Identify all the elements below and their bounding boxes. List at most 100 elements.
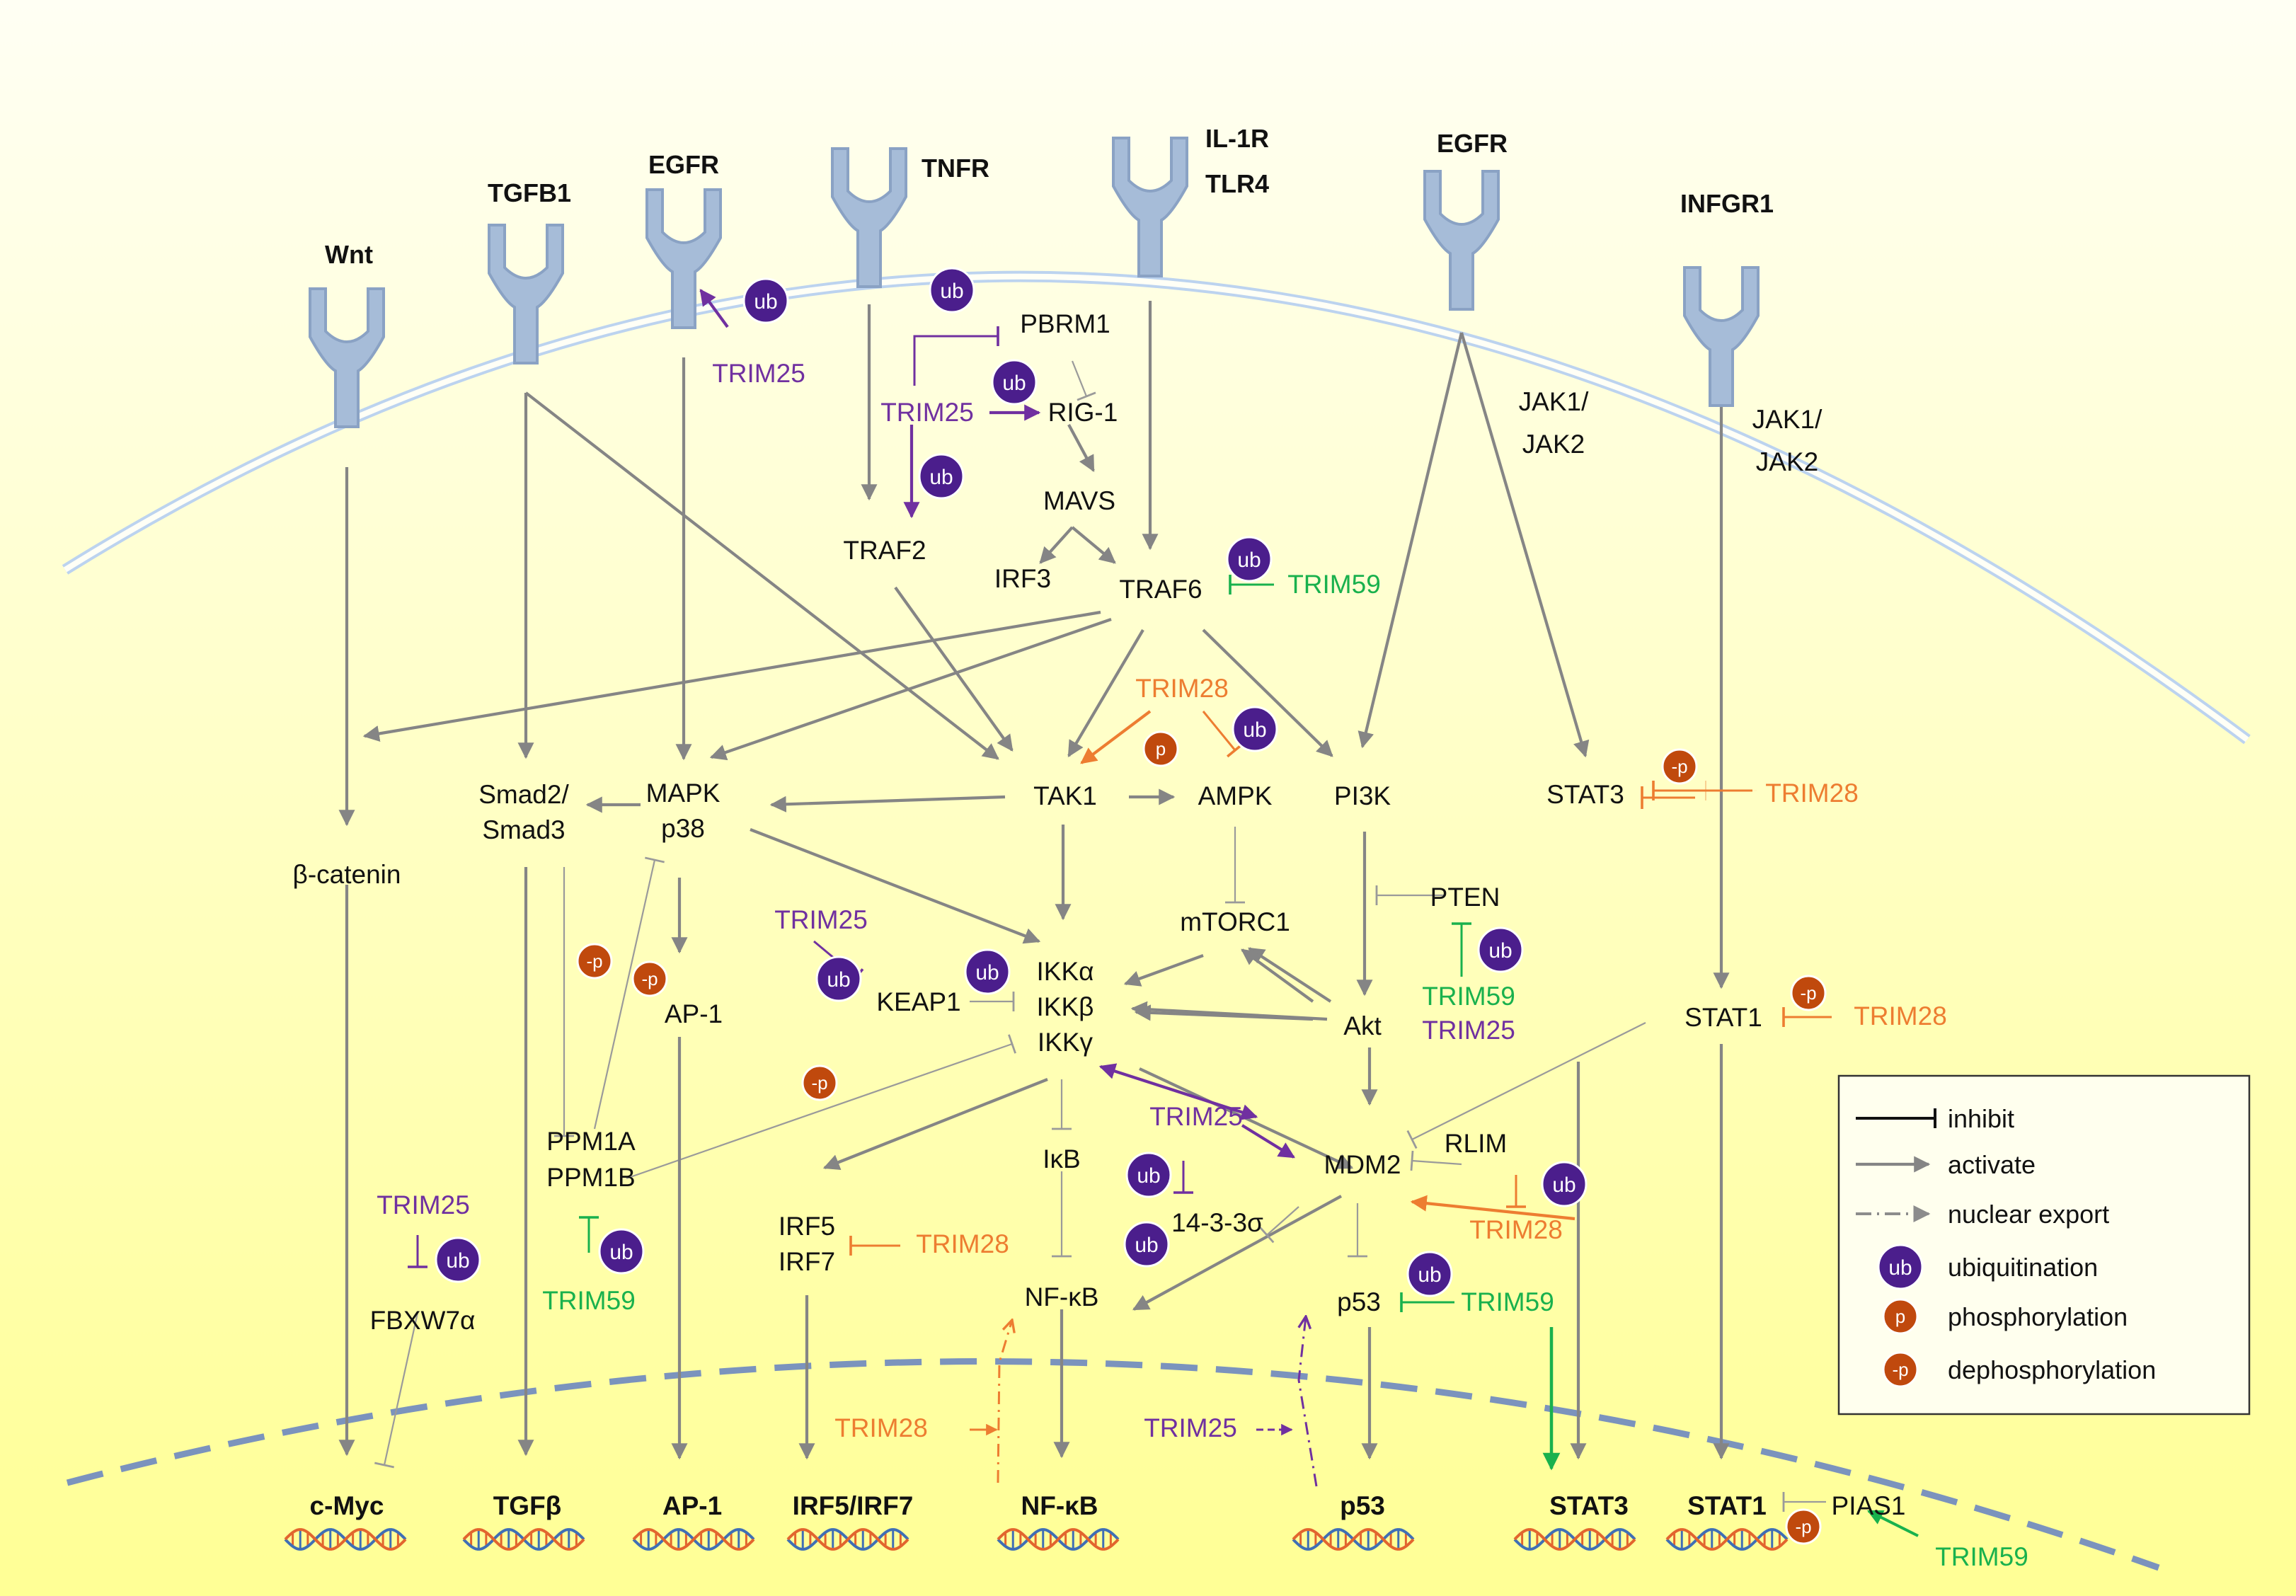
node-irf3: IRF3 (994, 564, 1051, 593)
cell-membrane (62, 270, 2251, 745)
badge-circle (1790, 975, 1827, 1011)
ubiquitination-badge: ub (1541, 1161, 1588, 1207)
target-gene-label: IRF5/IRF7 (793, 1491, 914, 1520)
activation-edge (1067, 628, 1144, 757)
badge-text: ub (1888, 1256, 1912, 1280)
pathway-edges (338, 289, 1919, 1537)
target-gene-label: TGFβ (493, 1491, 562, 1520)
receptor-label: IL-1R (1205, 124, 1269, 153)
ubiquitination-badge: ub (598, 1228, 645, 1275)
receptor-label: TLR4 (1205, 169, 1269, 198)
activation-edge (1410, 1195, 1575, 1221)
badge-text: ub (1243, 718, 1266, 742)
dna-strand (284, 1528, 407, 1551)
inhibition-bar (1406, 1130, 1418, 1149)
receptor-il1r-tlr4 (1112, 137, 1188, 277)
node-akt: Akt (1343, 1011, 1382, 1040)
target-gene-label: p53 (1340, 1491, 1385, 1520)
receptor-wnt (309, 287, 385, 428)
activation-edge (362, 610, 1101, 742)
badge-circle (1406, 1251, 1453, 1297)
badge-text: ub (1002, 372, 1026, 395)
inhibition-bar (1008, 1034, 1016, 1054)
badge-circle (801, 1064, 838, 1101)
dna-helix-ap-1 (632, 1528, 755, 1551)
activation-edge (524, 391, 999, 760)
activation-edge (1123, 954, 1204, 987)
badge-text: ub (827, 968, 850, 992)
activation-edge (709, 618, 1112, 761)
node-stat3: STAT3 (1546, 780, 1624, 809)
ubiquitination-badge: ub (929, 267, 975, 314)
activation-edge (1080, 710, 1152, 764)
node-jak_a2: JAK2 (1522, 430, 1585, 459)
dna-strand (786, 1528, 909, 1551)
activation-edge (1039, 526, 1074, 564)
receptor-label: TGFB1 (488, 178, 571, 207)
dephosphorylation-badge: -p (631, 960, 668, 997)
legend-label-phosphorylation: phosphorylation (1948, 1302, 2128, 1331)
badge-circle (1125, 1152, 1172, 1198)
receptor-shape (488, 224, 564, 364)
inhibition-edge (1411, 1022, 1646, 1140)
badge-circle (576, 943, 613, 980)
badge-text: -p (1892, 1359, 1908, 1380)
badge-text: p (1156, 738, 1166, 759)
ubiquitination-badge: ub (1123, 1221, 1170, 1268)
activation-edge (894, 586, 1014, 752)
trim-t59_pten: TRIM59 (1422, 982, 1515, 1011)
target-gene-label: AP-1 (662, 1491, 722, 1520)
badge-circle (1661, 748, 1698, 785)
trim-t59_traf6: TRIM59 (1287, 570, 1381, 599)
badge-circle (1123, 1221, 1170, 1268)
badge-text: -p (811, 1072, 827, 1093)
legend-badge-ub: ub (1877, 1244, 1924, 1290)
trim-t25_rig: TRIM25 (880, 398, 974, 427)
receptor-label: INFGR1 (1680, 189, 1774, 218)
inhibition-edge (593, 859, 656, 1130)
inhibition-bar (1410, 1150, 1414, 1171)
activation-edge (1248, 947, 1332, 1003)
receptor-infgr1 (1683, 266, 1760, 407)
trim-t59_p53: TRIM59 (1461, 1287, 1554, 1316)
activation-edge (1098, 1063, 1258, 1120)
ubiquitination-badge: ub (1226, 536, 1273, 582)
trim-t25_fbx: TRIM25 (377, 1190, 470, 1219)
dna-strand (632, 1528, 755, 1551)
receptor-shape (309, 287, 385, 428)
trim-t28_stat1: TRIM28 (1854, 1001, 1947, 1030)
badge-circle (1877, 1244, 1924, 1290)
trim-t28_mdm2: TRIM28 (1469, 1215, 1563, 1244)
dna-strand (462, 1528, 585, 1551)
dna-strand (1513, 1528, 1636, 1551)
badge-circle (1142, 730, 1179, 767)
activation-edge (1067, 424, 1095, 473)
inhibition-edge (913, 335, 998, 386)
dna-helix-p53 (1292, 1528, 1415, 1551)
receptor-tgfb1 (488, 224, 564, 364)
ubiquitination-badge: ub (991, 359, 1038, 406)
activation-edge (750, 828, 1041, 944)
node-jak_a1: JAK1/ (1519, 387, 1589, 416)
legend-label-dephosphorylation: dephosphorylation (1948, 1355, 2156, 1384)
ubiquitination-badge: ub (815, 955, 862, 1002)
node-smad1: Smad2/ (478, 780, 569, 809)
receptor-egfr-2 (1423, 170, 1500, 311)
node-irf7: IRF7 (779, 1247, 835, 1276)
trim-t25_p53: TRIM25 (1144, 1413, 1237, 1442)
trim-t28_nfkb: TRIM28 (834, 1413, 928, 1442)
legend-label-export: nuclear export (1948, 1200, 2109, 1229)
ubiquitination-badge: ub (1125, 1152, 1172, 1198)
inhibition-bar (645, 856, 665, 863)
inhibition-bar (1077, 391, 1096, 401)
node-fbxw: FBXW7α (370, 1306, 476, 1335)
receptor-label: EGFR (648, 150, 719, 179)
ubiquitination-badge: ub (1232, 706, 1278, 752)
node-ppm1b: PPM1B (546, 1163, 635, 1192)
badge-text: ub (1135, 1234, 1158, 1257)
ubiquitination-badge: ub (742, 277, 789, 324)
badge-text: -p (1795, 1516, 1811, 1537)
badge-circle (991, 359, 1038, 406)
node-nfkb: NF-κB (1025, 1282, 1099, 1311)
